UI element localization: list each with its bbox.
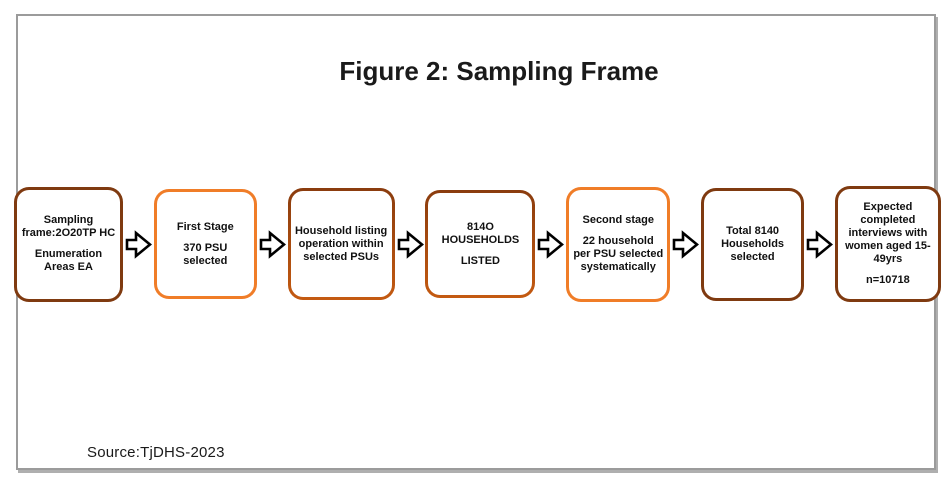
flow-box-text: Enumeration Areas EA	[34, 248, 103, 273]
flow-box-text: Expected completed interviews with women…	[845, 201, 931, 265]
flow-box-text: Household listing operation within selec…	[294, 224, 388, 263]
flow-box-text: Sampling frame:2O20TP HC	[21, 214, 116, 239]
right-arrow-icon	[537, 228, 565, 261]
figure-title: Figure 2: Sampling Frame	[339, 56, 659, 86]
flow-box-first-stage: First Stage 370 PSU selected	[153, 189, 257, 299]
flow-box-second-stage: Second stage 22 household per PSU select…	[566, 186, 671, 302]
flow-box-text: 22 household per PSU selected systematic…	[573, 235, 664, 273]
right-arrow-icon	[672, 228, 700, 261]
flow-box-text: 814O HOUSEHOLDS	[441, 220, 520, 246]
flow-box-households-selected: Total 8140 Households selected	[701, 187, 805, 301]
flow-box-text: n=10718	[866, 274, 910, 286]
right-arrow-icon	[806, 228, 833, 261]
right-arrow-icon	[397, 228, 424, 261]
source-caption: Source:TjDHS-2023	[87, 444, 225, 461]
flow-box-text: 370 PSU selected	[183, 241, 228, 267]
flow-box-text: LISTED	[460, 254, 500, 267]
flow-box-text: Total 8140 Households selected	[721, 224, 785, 263]
flow-box-sampling-frame: Sampling frame:2O20TP HC Enumeration Are…	[14, 186, 123, 302]
flowchart: Sampling frame:2O20TP HC Enumeration Are…	[14, 184, 941, 304]
figure-frame: Figure 2: Sampling Frame Sampling frame:…	[14, 14, 941, 470]
flow-box-households-listed: 814O HOUSEHOLDS LISTED	[425, 190, 536, 298]
flow-box-expected-interviews: Expected completed interviews with women…	[834, 186, 941, 302]
flow-box-household-listing: Household listing operation within selec…	[287, 188, 395, 300]
right-arrow-icon	[259, 228, 286, 261]
flow-box-text: Second stage	[582, 214, 655, 226]
right-arrow-icon	[125, 228, 152, 261]
flow-box-text: First Stage	[176, 220, 234, 233]
